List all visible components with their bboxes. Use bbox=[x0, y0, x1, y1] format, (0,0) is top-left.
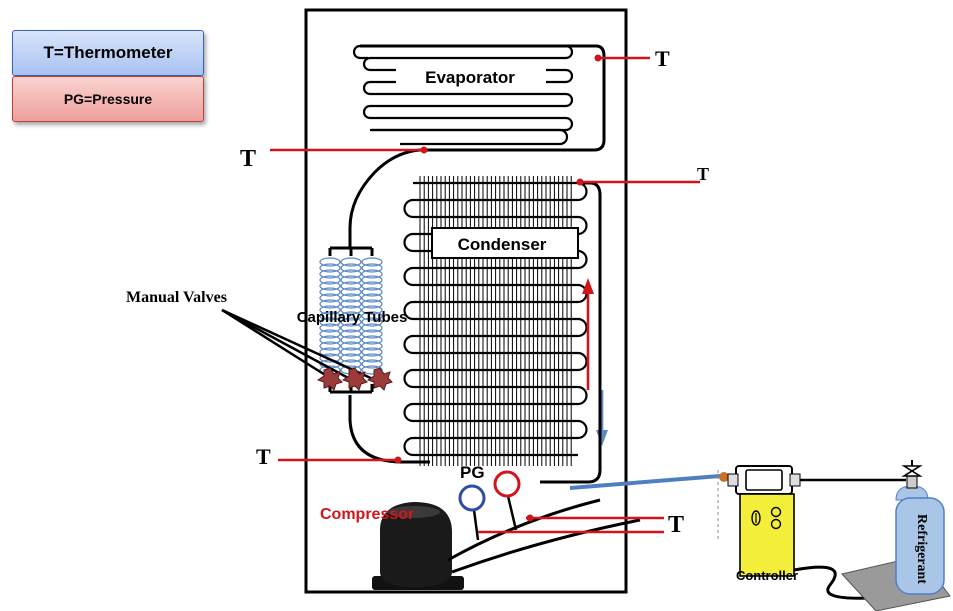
capillary-coil-loop bbox=[319, 269, 341, 279]
capillary-coil-loop bbox=[319, 293, 341, 303]
thermometer-mark-1: T bbox=[655, 46, 670, 71]
controller-icon bbox=[717, 465, 906, 600]
capillary-coil-loop bbox=[340, 269, 362, 279]
capillary-coil-loop bbox=[319, 263, 341, 273]
pipe-condenser-return bbox=[540, 181, 602, 484]
pressure-gauge-icon bbox=[458, 470, 521, 541]
capillary-coil-loop bbox=[340, 347, 362, 357]
capillary-coil-loop bbox=[340, 263, 362, 273]
capillary-coil-loop bbox=[340, 287, 362, 297]
capillary-coil-loop bbox=[319, 299, 341, 309]
manual-valves bbox=[221, 308, 393, 391]
capillary-coil-loop bbox=[361, 335, 383, 345]
valve-icon bbox=[316, 367, 393, 391]
pressure-gauge-label: PG bbox=[460, 463, 485, 482]
legend-thermometer: T=Thermometer bbox=[12, 30, 204, 76]
capillary-coil-loop bbox=[361, 341, 383, 351]
thermometer-mark-3: T bbox=[697, 164, 709, 184]
capillary-tubes bbox=[319, 257, 383, 375]
capillary-coil-loop bbox=[340, 311, 362, 321]
capillary-coil-loop bbox=[340, 323, 362, 333]
capillary-coil-loop bbox=[319, 323, 341, 333]
capillary-coil-loop bbox=[340, 317, 362, 327]
cabinet-outline bbox=[304, 8, 628, 594]
capillary-coil-loop bbox=[319, 311, 341, 321]
capillary-coil-loop bbox=[319, 335, 341, 345]
capillary-coil-loop bbox=[340, 275, 362, 285]
capillary-coil-loop bbox=[319, 317, 341, 327]
thermometer-mark-4: T bbox=[256, 444, 271, 469]
capillary-coil-loop bbox=[361, 353, 383, 363]
flow-arrow-down bbox=[596, 390, 608, 446]
charging-line bbox=[569, 474, 721, 490]
capillary-coil-loop bbox=[361, 305, 383, 315]
capillary-coil-loop bbox=[319, 329, 341, 339]
compressor-icon bbox=[372, 498, 641, 590]
condenser-label: Condenser bbox=[458, 235, 547, 254]
capillary-tubes-label: Capillary Tubes bbox=[297, 309, 408, 326]
capillary-coil-loop bbox=[361, 323, 383, 333]
capillary-coil-loop bbox=[340, 329, 362, 339]
manual-valves-label: Manual Valves bbox=[126, 289, 227, 306]
capillary-coil-loop bbox=[319, 353, 341, 363]
capillary-coil-loop bbox=[319, 257, 341, 267]
thermometer-mark-5: T bbox=[668, 512, 684, 538]
capillary-coil-loop bbox=[361, 257, 383, 267]
capillary-coil-loop bbox=[361, 293, 383, 303]
capillary-coil-loop bbox=[319, 287, 341, 297]
charging-port-icon bbox=[719, 472, 729, 482]
capillary-coil-loop bbox=[319, 275, 341, 285]
capillary-coil-loop bbox=[340, 341, 362, 351]
thermometer-markers bbox=[270, 54, 700, 534]
capillary-coil-loop bbox=[361, 365, 383, 375]
evaporator-coil bbox=[352, 44, 606, 152]
pipe-evap-to-capillary bbox=[348, 148, 421, 248]
refrigerant-cylinder-icon bbox=[841, 460, 951, 611]
capillary-coil-loop bbox=[340, 299, 362, 309]
capillary-coil-loop bbox=[361, 299, 383, 309]
capillary-coil-loop bbox=[319, 341, 341, 351]
capillary-coil-loop bbox=[361, 359, 383, 369]
compressor-label: Compressor bbox=[320, 506, 414, 523]
capillary-coil-loop bbox=[361, 281, 383, 291]
controller-label: Controller bbox=[736, 568, 798, 583]
capillary-manifold-top bbox=[328, 246, 374, 256]
capillary-manifold-bottom bbox=[328, 384, 374, 394]
capillary-coil-loop bbox=[361, 347, 383, 357]
legend-pressure: PG=Pressure bbox=[12, 76, 204, 122]
flow-arrow-up bbox=[582, 278, 594, 390]
capillary-coil-loop bbox=[361, 329, 383, 339]
condenser-fins bbox=[419, 176, 572, 466]
refrigerant-label: Refrigerant bbox=[914, 514, 929, 584]
capillary-coil-loop bbox=[340, 335, 362, 345]
capillary-coil-loop bbox=[340, 293, 362, 303]
condenser-coil bbox=[403, 181, 588, 457]
capillary-coil-loop bbox=[340, 257, 362, 267]
capillary-coil-loop bbox=[361, 275, 383, 285]
capillary-coil-loop bbox=[361, 317, 383, 327]
capillary-coil-loop bbox=[340, 305, 362, 315]
evaporator-label: Evaporator bbox=[425, 68, 515, 87]
capillary-coil-loop bbox=[319, 281, 341, 291]
capillary-coil-loop bbox=[361, 311, 383, 321]
thermometer-mark-2: T bbox=[240, 146, 256, 172]
capillary-coil-loop bbox=[340, 353, 362, 363]
capillary-coil-loop bbox=[319, 305, 341, 315]
capillary-coil-loop bbox=[361, 287, 383, 297]
capillary-coil-loop bbox=[319, 347, 341, 357]
capillary-coil-loop bbox=[361, 269, 383, 279]
capillary-coil-loop bbox=[361, 263, 383, 273]
capillary-coil-loop bbox=[340, 281, 362, 291]
